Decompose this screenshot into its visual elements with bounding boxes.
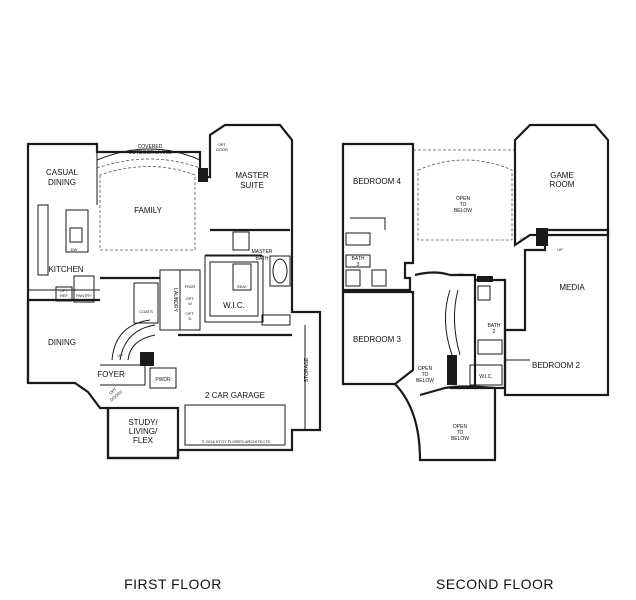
- copyright-note: © 2016 KTGY FLORES ARCHITECTS: [202, 439, 271, 444]
- room-wic-2: W.I.C.: [479, 374, 493, 380]
- label-opt-w-line1: OPT.: [186, 296, 195, 301]
- second-floor-labels: BEDROOM 4 OPEN TO BELOW GAME ROOM BATH 3…: [352, 171, 586, 442]
- room-master-suite-line2: SUITE: [240, 181, 264, 190]
- label-up: UP: [117, 353, 123, 358]
- room-casual-dining-line2: DINING: [48, 178, 76, 187]
- room-bath3-line1: BATH: [352, 256, 365, 262]
- label-dn: DN: [458, 272, 464, 277]
- room-game-line2: ROOM: [550, 180, 575, 189]
- room-covered-outdoor-line2: OUTDOOR LIVING: [128, 150, 171, 156]
- room-study-line2: LIVING/: [129, 427, 158, 436]
- room-media: MEDIA: [559, 283, 585, 292]
- second-floor-walls: [341, 123, 610, 462]
- label-opt-d-line2: D: [189, 316, 192, 321]
- room-open-bottom-line1: OPEN: [453, 424, 468, 430]
- room-bath2-line1: BATH: [488, 323, 501, 329]
- label-seat: SEAT: [237, 284, 248, 289]
- room-master-suite-line1: MASTER: [235, 171, 269, 180]
- label-up1: UP: [520, 236, 526, 241]
- label-opt-w-line2: W: [188, 301, 192, 306]
- room-master-bath-line2: BATH: [256, 256, 269, 262]
- room-open-top-line3: BELOW: [454, 208, 472, 214]
- label-coats: COATS: [139, 309, 153, 314]
- room-open-bottom-line2: TO: [457, 430, 464, 436]
- room-study-line3: FLEX: [133, 436, 154, 445]
- room-master-bath-line1: MASTER: [252, 249, 273, 255]
- second-floor-title: SECOND FLOOR: [436, 576, 554, 592]
- room-family: FAMILY: [134, 206, 163, 215]
- first-floor-title: FIRST FLOOR: [124, 576, 222, 592]
- label-dw: DW: [71, 247, 78, 252]
- room-open-left-line3: BELOW: [416, 378, 434, 384]
- room-game-line1: GAME: [550, 171, 574, 180]
- room-bedroom4: BEDROOM 4: [353, 177, 402, 186]
- label-frzr: FRZR: [185, 284, 196, 289]
- room-open-top-line2: TO: [460, 202, 467, 208]
- room-open-top-line1: OPEN: [456, 196, 471, 202]
- room-foyer: FOYER: [97, 370, 125, 379]
- first-floor-labels: CASUAL DINING COVERED OUTDOOR LIVING OPT…: [46, 142, 310, 445]
- label-up2: UP: [557, 247, 563, 252]
- label-opt-ref-line1: OPT.: [60, 288, 69, 293]
- label-pantry: PANTRY: [76, 293, 92, 298]
- room-casual-dining-line1: CASUAL: [46, 168, 79, 177]
- room-pwdr: PWDR: [155, 377, 171, 383]
- room-open-left-line1: OPEN: [418, 366, 433, 372]
- room-bedroom3: BEDROOM 3: [353, 335, 402, 344]
- room-laundry: LAUNDRY: [172, 288, 178, 312]
- room-storage: STORAGE: [304, 357, 310, 382]
- first-floor-walls: [26, 123, 322, 460]
- room-open-left-line2: TO: [422, 372, 429, 378]
- second-floor-plan: BEDROOM 4 OPEN TO BELOW GAME ROOM BATH 3…: [341, 123, 610, 462]
- room-covered-outdoor-line1: COVERED: [138, 144, 163, 150]
- first-floor-plan: CASUAL DINING COVERED OUTDOOR LIVING OPT…: [26, 123, 322, 460]
- label-opt-ref-line2: REF: [60, 293, 69, 298]
- room-dining: DINING: [48, 338, 76, 347]
- room-garage: 2 CAR GARAGE: [205, 391, 265, 400]
- label-opt-door-line1: OPT.: [218, 142, 227, 147]
- room-bedroom2: BEDROOM 2: [532, 361, 581, 370]
- room-wic: W.I.C.: [223, 301, 245, 310]
- room-study-line1: STUDY/: [128, 418, 158, 427]
- room-kitchen: KITCHEN: [48, 265, 83, 274]
- label-opt-doors-line1: OPT.: [108, 386, 118, 396]
- label-opt-door-line2: DOOR: [216, 147, 228, 152]
- room-open-bottom-line3: BELOW: [451, 436, 469, 442]
- label-opt-d-line1: OPT.: [186, 311, 195, 316]
- room-bath2-line2: 2: [493, 329, 496, 335]
- room-bath3-line2: 3: [357, 262, 360, 268]
